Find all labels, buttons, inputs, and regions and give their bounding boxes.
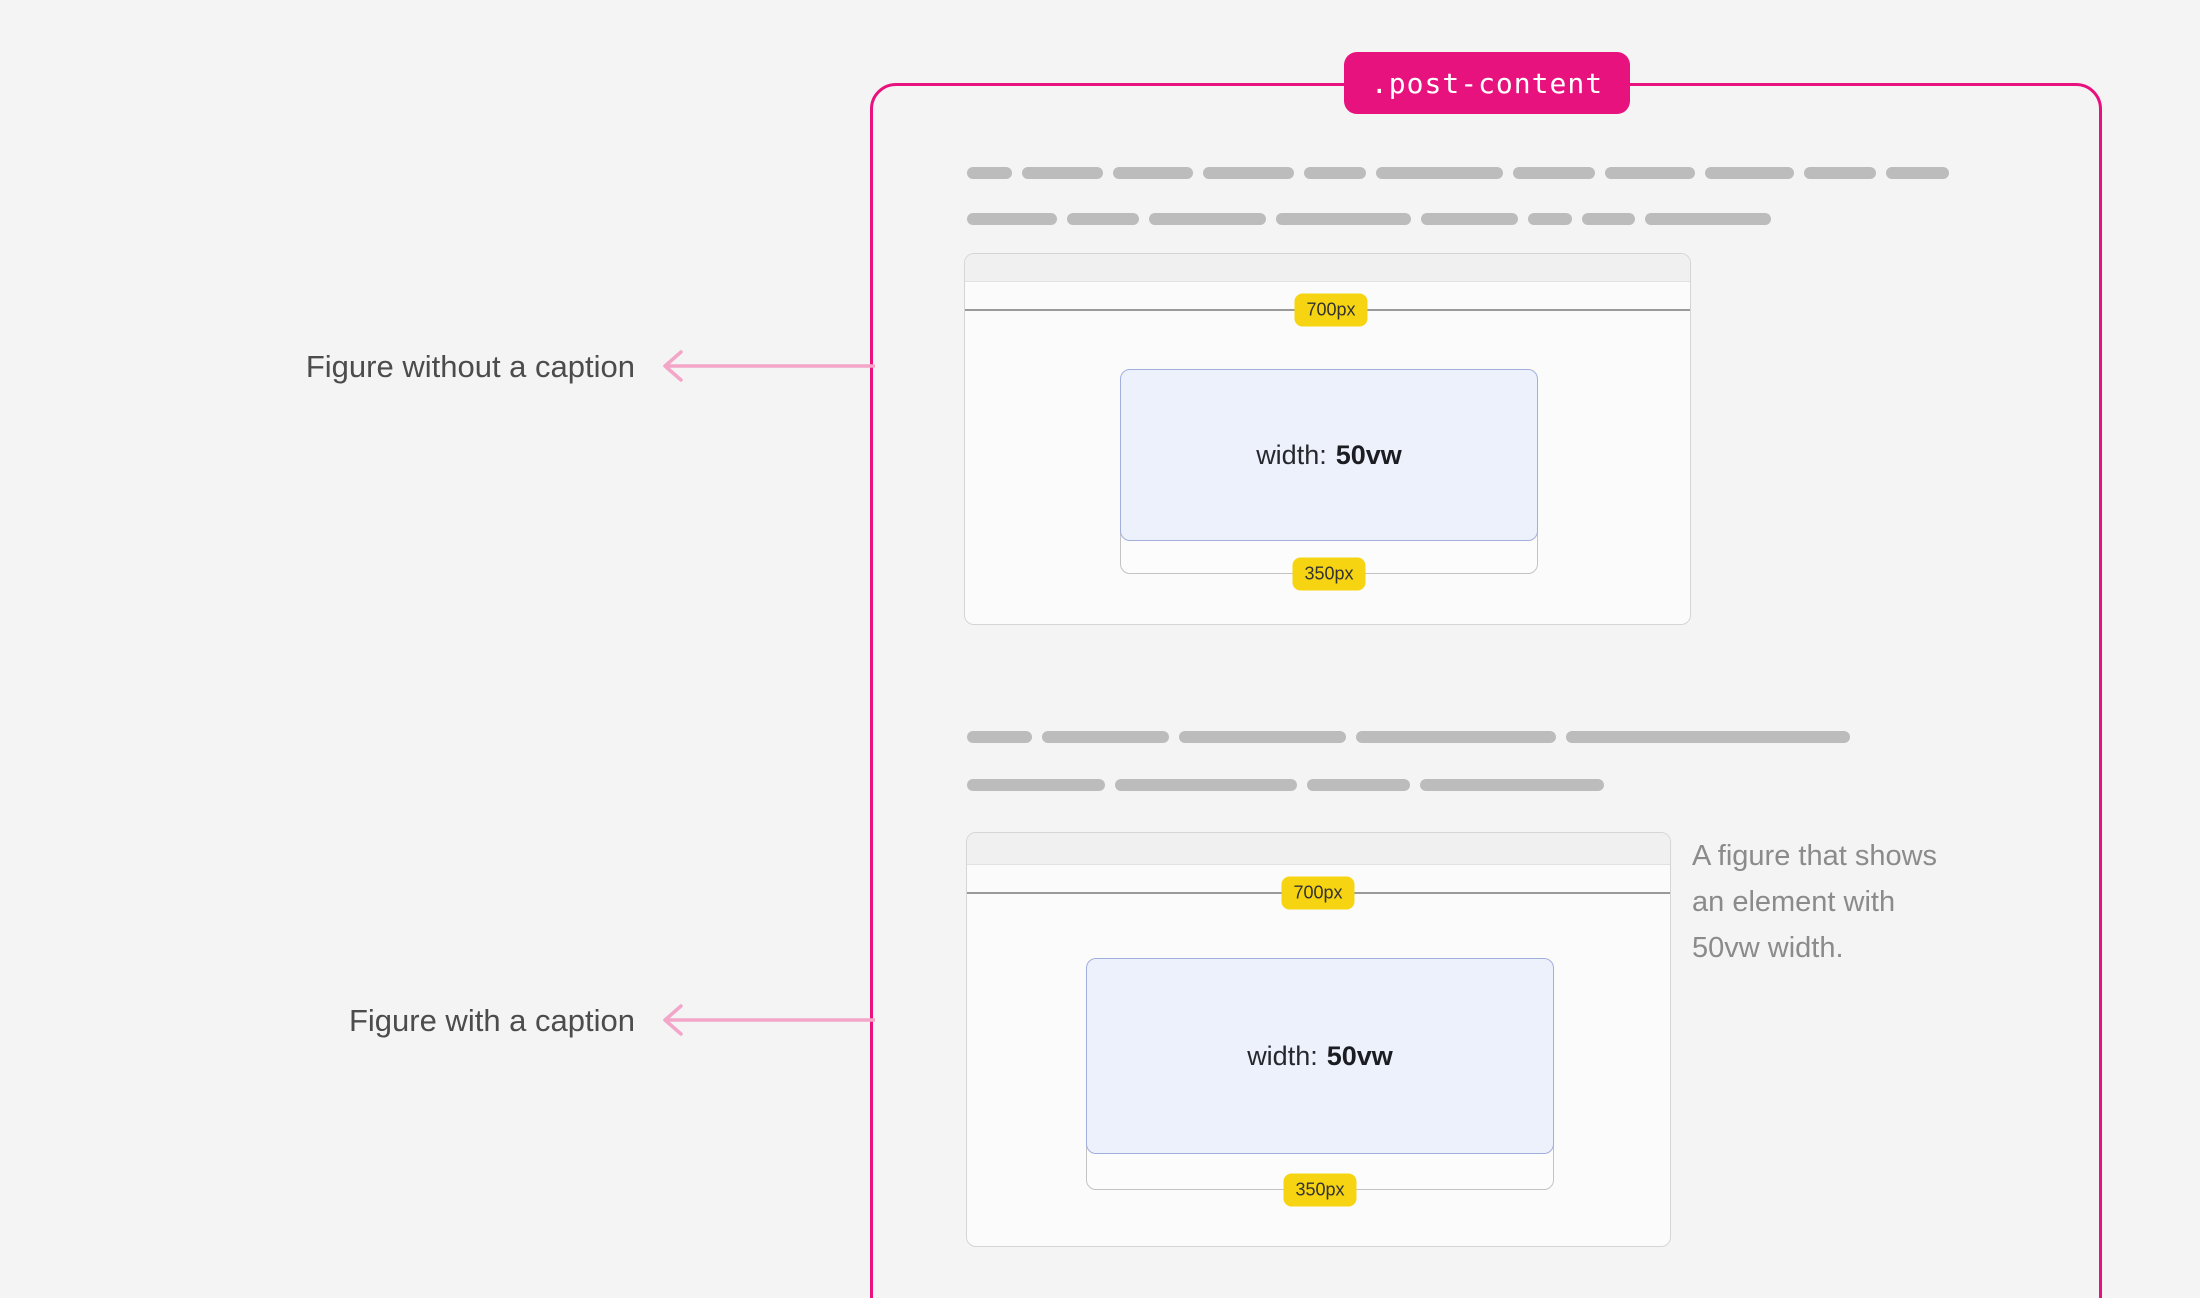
annotation-label: Figure without a caption — [305, 349, 635, 384]
skeleton-text-row — [967, 213, 1771, 225]
arrow-left-icon — [663, 1004, 875, 1036]
skeleton-bar — [1304, 167, 1366, 179]
skeleton-bar — [1421, 213, 1518, 225]
skeleton-text-row — [967, 167, 1949, 179]
skeleton-bar — [1804, 167, 1876, 179]
arrow-left-icon — [663, 350, 875, 382]
annotation-label: Figure with a caption — [348, 1003, 635, 1038]
skeleton-bar — [967, 779, 1105, 791]
skeleton-bar — [1356, 731, 1556, 743]
skeleton-bar — [1605, 167, 1695, 179]
skeleton-bar — [1420, 779, 1604, 791]
element-value-label: 50vw — [1335, 439, 1402, 470]
element-width-badge: 350px — [1292, 557, 1366, 591]
skeleton-bar — [1645, 213, 1771, 225]
element-property-label: width: — [1256, 439, 1327, 470]
skeleton-bar — [1067, 213, 1139, 225]
skeleton-bar — [1528, 213, 1572, 225]
viewport-width-badge: 700px — [1281, 876, 1355, 910]
skeleton-text-row — [967, 779, 1604, 791]
annotation-figure-without-caption: Figure without a caption — [100, 348, 635, 385]
element-box: width: 50vw — [1120, 369, 1538, 541]
viewport-width-badge: 700px — [1294, 293, 1368, 327]
skeleton-bar — [967, 731, 1032, 743]
annotation-figure-with-caption: Figure with a caption — [100, 1002, 635, 1039]
skeleton-bar — [1376, 167, 1503, 179]
skeleton-bar — [1022, 167, 1103, 179]
figure-caption: A figure that shows an element with 50vw… — [1692, 840, 1938, 964]
skeleton-bar — [967, 167, 1012, 179]
element-width-badge: 350px — [1283, 1173, 1357, 1207]
skeleton-bar — [1307, 779, 1410, 791]
browser-chrome-strip — [965, 254, 1690, 282]
post-content-badge-label: .post-content — [1370, 66, 1604, 100]
skeleton-bar — [1115, 779, 1297, 791]
figure-card-without-caption: width: 50vw 700px 350px — [964, 253, 1691, 625]
element-value-label: 50vw — [1326, 1040, 1393, 1071]
skeleton-bar — [1582, 213, 1635, 225]
browser-chrome-strip — [967, 833, 1670, 865]
figure-card-with-caption: width: 50vw 700px 350px — [966, 832, 1671, 1247]
skeleton-bar — [1149, 213, 1266, 225]
skeleton-bar — [1276, 213, 1411, 225]
skeleton-bar — [1203, 167, 1294, 179]
skeleton-bar — [1513, 167, 1595, 179]
skeleton-bar — [1042, 731, 1169, 743]
skeleton-bar — [967, 213, 1057, 225]
skeleton-bar — [1179, 731, 1346, 743]
skeleton-text-row — [967, 731, 1850, 743]
skeleton-bar — [1113, 167, 1193, 179]
skeleton-bar — [1886, 167, 1949, 179]
post-content-badge: .post-content — [1344, 52, 1630, 114]
skeleton-bar — [1566, 731, 1850, 743]
element-box: width: 50vw — [1086, 958, 1554, 1154]
skeleton-bar — [1705, 167, 1794, 179]
element-property-label: width: — [1247, 1040, 1318, 1071]
